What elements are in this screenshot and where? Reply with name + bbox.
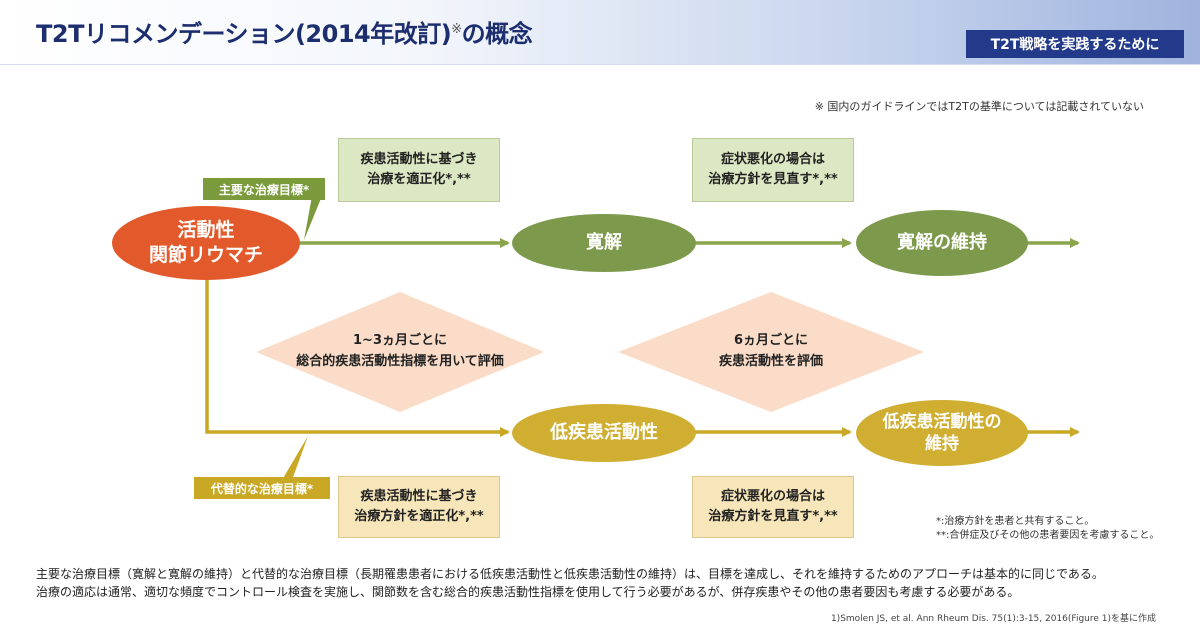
section-badge: T2T戦略を実践するために	[966, 30, 1184, 58]
node-low-activity-maintenance: 低疾患活動性の維持	[856, 400, 1028, 466]
node-remission: 寛解	[512, 214, 696, 272]
box-review-policy: 症状悪化の場合は治療方針を見直す*,**	[692, 476, 854, 538]
alt-tag-pointer	[282, 436, 308, 480]
node-remission-maintenance: 寛解の維持	[856, 210, 1028, 276]
header-bar: T2Tリコメンデーション(2014年改訂)※の概念 T2T戦略を実践するために	[0, 0, 1200, 65]
citation: 1)Smolen JS, et al. Ann Rheum Dis. 75(1)…	[830, 614, 1156, 624]
box-optimize-policy: 疾患活動性に基づき治療方針を適正化*,**	[338, 476, 500, 538]
legend-line-1: *:治療方針を患者と共有すること。	[936, 516, 1095, 527]
node-low-activity: 低疾患活動性	[512, 404, 696, 462]
primary-tag-pointer	[304, 196, 322, 240]
primary-goal-tag: 主要な治療目標*	[203, 178, 325, 200]
node-active-ra: 活動性関節リウマチ	[112, 206, 300, 280]
footer-line-1: 主要な治療目標（寛解と寛解の維持）と代替的な治療目標（長期罹患患者における低疾患…	[36, 567, 1104, 581]
title-note-mark: ※	[451, 22, 462, 37]
yellow-connector	[205, 278, 510, 437]
guideline-note: ※ 国内のガイドラインではT2Tの基準については記載されていない	[814, 100, 1144, 113]
diamond-right-shape	[618, 292, 924, 412]
box-review-treatment: 症状悪化の場合は治療方針を見直す*,**	[692, 138, 854, 202]
diamond-left-text: 1~3ヵ月ごとに総合的疾患活動性指標を用いて評価	[296, 333, 504, 369]
page-title: T2Tリコメンデーション(2014年改訂)※の概念	[36, 20, 533, 48]
box-optimize-treatment: 疾患活動性に基づき治療を適正化*,**	[338, 138, 500, 202]
diamond-right-text: 6ヵ月ごとに疾患活動性を評価	[718, 333, 823, 369]
legend-line-2: **:合併症及びその他の患者要因を考慮すること。	[936, 530, 1160, 541]
diamond-left-shape	[256, 292, 544, 412]
footer-line-2: 治療の適応は通常、適切な頻度でコントロール検査を実施し、関節数を含む総合的疾患活…	[36, 585, 1020, 599]
alternative-goal-tag: 代替的な治療目標*	[194, 477, 330, 499]
